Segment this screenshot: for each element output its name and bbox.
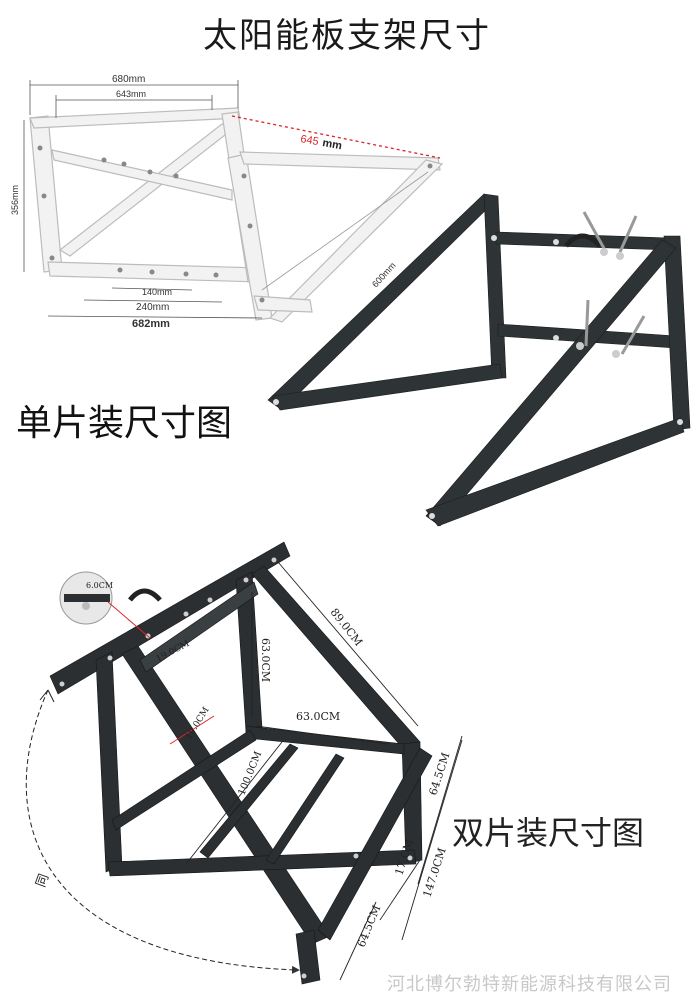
- dim-6cm: 6.0CM: [86, 581, 113, 590]
- same-arc-arrow-head: [39, 689, 55, 703]
- double-frame-holes: [59, 557, 413, 979]
- dim-680: 680mm: [112, 74, 145, 85]
- dim-63v: 63.0CM: [259, 638, 272, 682]
- dim-682: 682mm: [132, 318, 170, 330]
- single-photo-frame: [267, 193, 691, 527]
- dim-240: 240mm: [136, 302, 169, 313]
- dim-356: 356mm: [10, 185, 20, 215]
- double-red-line-2: [169, 715, 215, 745]
- company-watermark: 河北博尔勃特新能源科技有限公司: [387, 974, 672, 995]
- double-dim-lines: [185, 561, 463, 981]
- single-sketch-holes: [37, 145, 433, 303]
- double-label: 双片装尺寸图: [452, 814, 645, 852]
- dim-147: 147.0CM: [420, 846, 448, 899]
- single-label: 单片装尺寸图: [16, 403, 233, 444]
- page-title: 太阳能板支架尺寸: [203, 16, 491, 56]
- single-red-dim-line: [231, 115, 441, 159]
- single-photo-bolts: [273, 211, 683, 519]
- same-arc-arrow: [25, 689, 300, 974]
- dim-645b: 64.5CM: [355, 903, 384, 949]
- single-dim-lines: [23, 80, 429, 319]
- single-sketch-frame: [29, 107, 444, 323]
- dim-643: 643mm: [116, 89, 146, 99]
- double-red-line-1: [107, 601, 151, 639]
- same-label: 同: [34, 872, 53, 889]
- dim-140: 140mm: [142, 287, 172, 297]
- dim-63h: 63.0CM: [296, 710, 340, 723]
- double-inset-detail: [59, 571, 162, 625]
